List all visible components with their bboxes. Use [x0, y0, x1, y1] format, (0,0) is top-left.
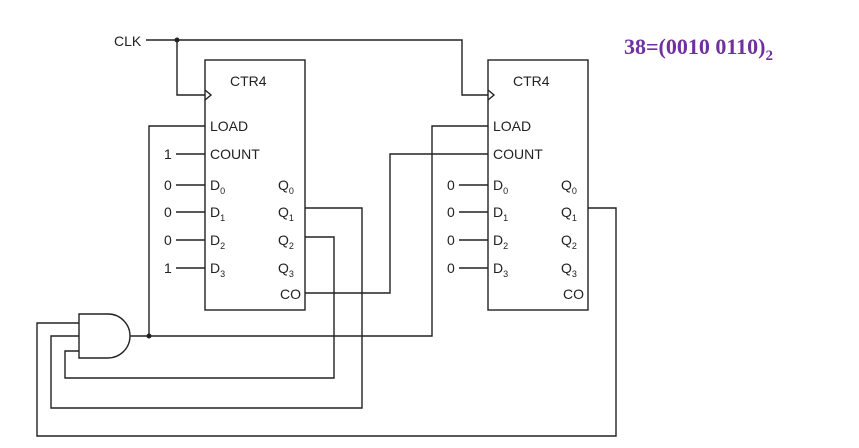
counter-1-d0-value: 0: [164, 177, 172, 193]
counter-2-d3-value: 0: [447, 260, 455, 276]
equation-label: 38=(0010 0110)2: [624, 34, 773, 65]
counter-1-load-pin: LOAD: [210, 118, 248, 134]
counter-2-title: CTR4: [513, 73, 550, 89]
clk-wire: [146, 39, 488, 96]
counter-2-body: [487, 59, 589, 311]
counter-2-load-pin: LOAD: [493, 118, 531, 134]
q2-counter1-feedback: [64, 236, 335, 379]
load-junction: [146, 333, 152, 339]
carry-wire: [305, 153, 488, 294]
counter-1-count-value: 1: [164, 146, 172, 162]
counter-2-d0-value: 0: [447, 177, 455, 193]
equation-binary: =(0010 0110): [646, 34, 766, 59]
and-gate: [78, 313, 131, 359]
load-1-wire: [148, 125, 205, 336]
and-output-wire: [130, 125, 488, 337]
counter-1-d1-value: 0: [164, 204, 172, 220]
counter-1-body: [204, 59, 306, 311]
counter-1-clock-triangle: [204, 89, 213, 101]
counter-2-d1-value: 0: [447, 204, 455, 220]
clk-junction: [174, 37, 180, 43]
counter-2-d2-value: 0: [447, 232, 455, 248]
q1-counter1-feedback: [50, 207, 363, 409]
counter-2-count-pin: COUNT: [493, 146, 543, 162]
counter-1-title: CTR4: [230, 73, 267, 89]
equation-decimal: 38: [624, 34, 646, 59]
counter-1-d3-value: 1: [164, 260, 172, 276]
counter-2-clock-triangle: [487, 89, 496, 101]
q1-counter2-feedback: [36, 207, 617, 437]
equation-base: 2: [765, 48, 773, 64]
clk-label: CLK: [114, 33, 142, 49]
counter-1-carry-pin: CO: [280, 286, 301, 302]
counter-2-carry-pin: CO: [563, 286, 584, 302]
counter-1-count-pin: COUNT: [210, 146, 260, 162]
counter-1-d2-value: 0: [164, 232, 172, 248]
